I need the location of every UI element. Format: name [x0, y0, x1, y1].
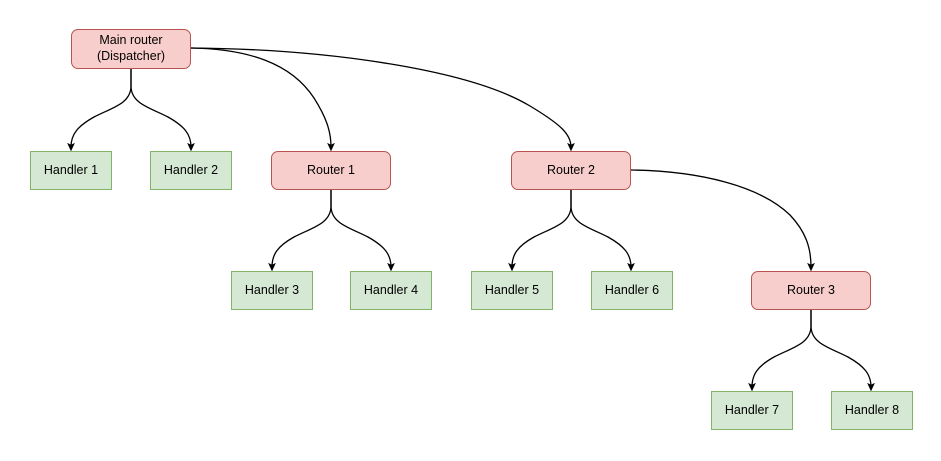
- edge-router-2-to-handler-6[interactable]: [570, 189, 635, 272]
- node-label-handler-1: Handler 1: [43, 162, 99, 177]
- edges-group: [67, 47, 875, 392]
- edge-main-to-handler-1[interactable]: [67, 68, 132, 152]
- node-label-handler-3: Handler 3: [244, 282, 300, 297]
- node-router-2[interactable]: Router 2: [511, 151, 631, 190]
- node-label-router-3: Router 3: [787, 282, 835, 297]
- edge-router-1-to-handler-4[interactable]: [330, 189, 395, 272]
- edge-router-2-to-router-3[interactable]: [630, 169, 815, 272]
- node-handler-6[interactable]: Handler 6: [591, 271, 673, 310]
- edge-main-to-handler-2[interactable]: [130, 68, 195, 152]
- edge-router-2-to-handler-5[interactable]: [508, 189, 572, 272]
- edge-router-3-to-handler-7[interactable]: [748, 309, 812, 392]
- node-label-router-1: Router 1: [307, 162, 355, 177]
- node-label-handler-2: Handler 2: [163, 162, 219, 177]
- edge-main-to-router-2[interactable]: [190, 47, 575, 152]
- edge-router-3-to-handler-8[interactable]: [810, 309, 875, 392]
- node-handler-2[interactable]: Handler 2: [150, 151, 232, 190]
- node-label-handler-7: Handler 7: [724, 402, 780, 417]
- edge-main-to-router-1[interactable]: [190, 47, 335, 152]
- node-label-handler-4: Handler 4: [363, 282, 419, 297]
- node-handler-3[interactable]: Handler 3: [231, 271, 313, 310]
- node-handler-7[interactable]: Handler 7: [711, 391, 793, 430]
- node-main-router[interactable]: Main router (Dispatcher): [71, 29, 191, 69]
- edge-router-1-to-handler-3[interactable]: [268, 189, 332, 272]
- node-label-router-2: Router 2: [547, 162, 595, 177]
- node-router-3[interactable]: Router 3: [751, 271, 871, 310]
- node-handler-1[interactable]: Handler 1: [30, 151, 112, 190]
- node-label-handler-6: Handler 6: [604, 282, 660, 297]
- node-label-main-router: Main router (Dispatcher): [96, 33, 166, 63]
- node-router-1[interactable]: Router 1: [271, 151, 391, 190]
- node-handler-5[interactable]: Handler 5: [471, 271, 553, 310]
- node-handler-4[interactable]: Handler 4: [350, 271, 432, 310]
- node-label-handler-5: Handler 5: [484, 282, 540, 297]
- node-handler-8[interactable]: Handler 8: [831, 391, 913, 430]
- node-label-handler-8: Handler 8: [844, 402, 900, 417]
